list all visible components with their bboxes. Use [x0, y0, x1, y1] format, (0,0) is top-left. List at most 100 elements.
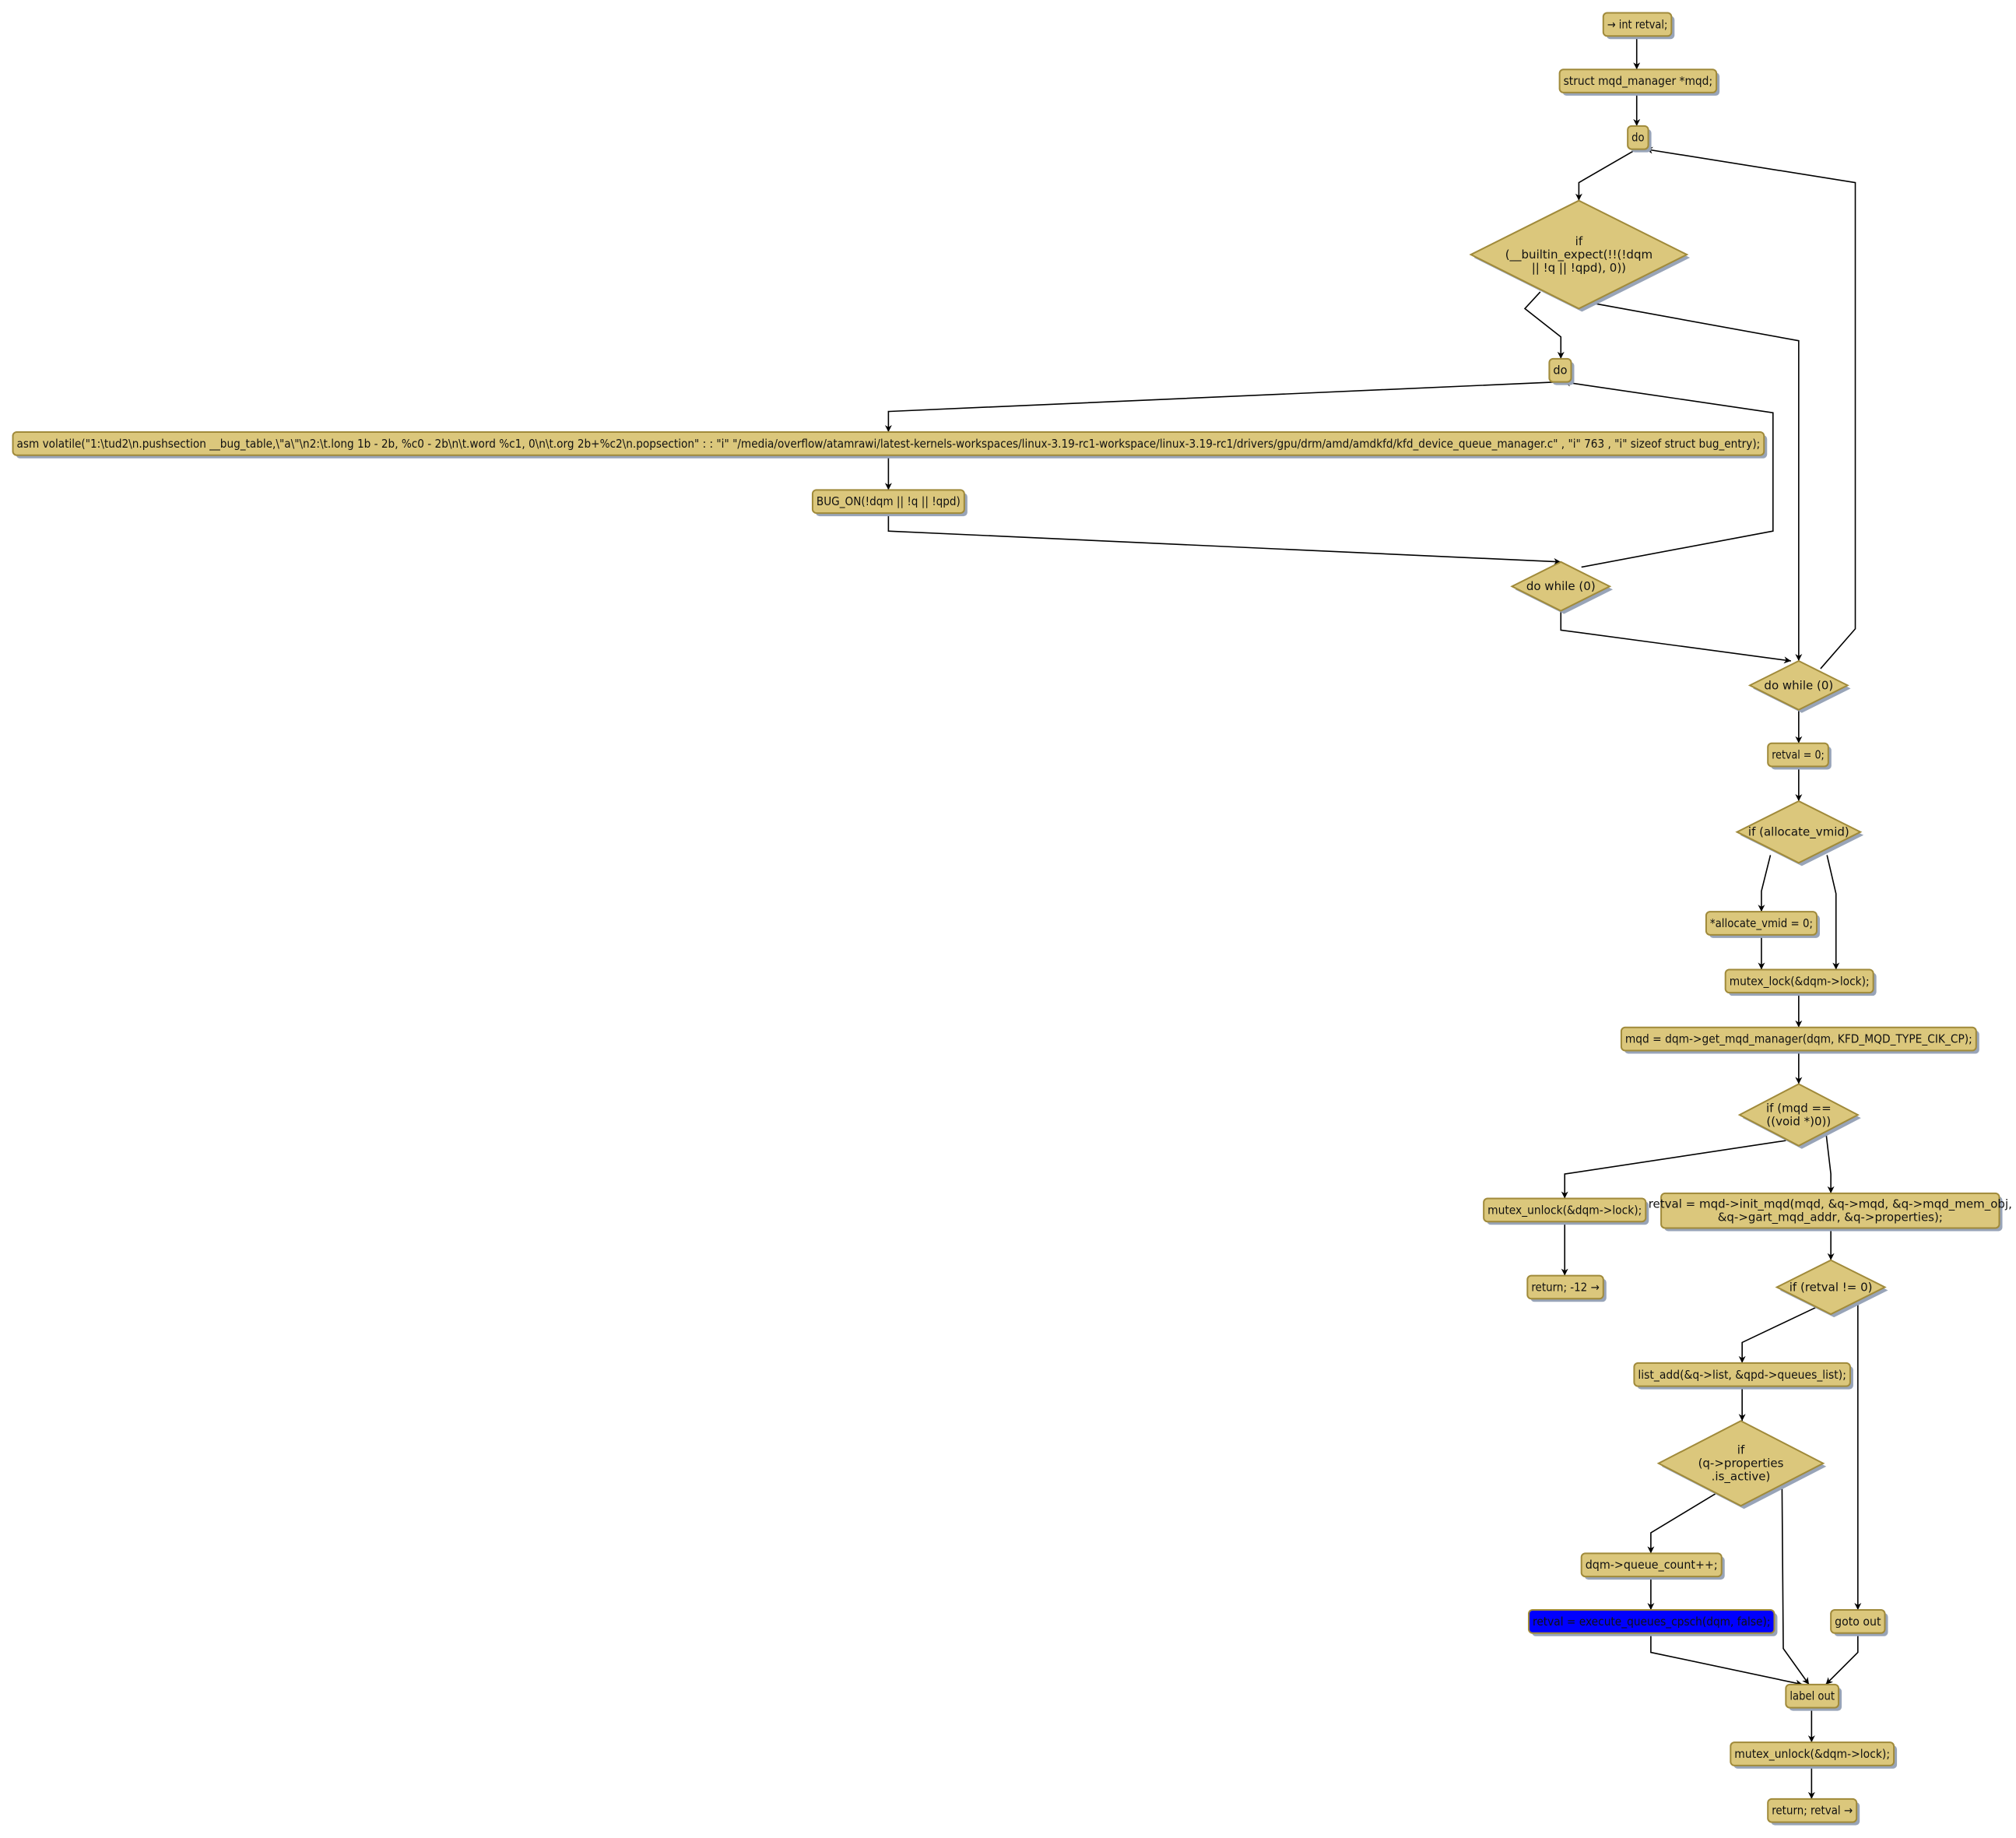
statement-node[interactable]: retval = mqd->init_mqd(mqd, &q->mqd, &q-… — [1649, 1192, 2012, 1232]
statement-node[interactable]: BUG_ON(!dqm || !q || !qpd) — [811, 489, 968, 517]
node-label: list_add(&q->list, &qpd->queues_list); — [1638, 1368, 1846, 1383]
flow-edge — [1523, 291, 1565, 359]
statement-node[interactable]: dqm->queue_count++; — [1580, 1552, 1725, 1580]
flow-edge — [1575, 148, 1638, 201]
node-label: BUG_ON(!dqm || !q || !qpd) — [817, 494, 961, 509]
statement-node[interactable]: retval = 0; — [1767, 742, 1832, 770]
decision-node[interactable]: if (mqd ==((void *)0)) — [1737, 1083, 1861, 1149]
highlighted-statement-node[interactable]: retval = execute_queues_cpsch(dqm, false… — [1527, 1609, 1778, 1636]
node-shape — [1510, 561, 1612, 612]
decision-node[interactable]: do while (0) — [1510, 561, 1614, 614]
decision-node[interactable]: if (retval != 0) — [1775, 1259, 1888, 1318]
statement-node[interactable]: mutex_unlock(&dqm->lock); — [1730, 1741, 1898, 1769]
node-label: do — [1553, 364, 1567, 378]
flow-edge — [1560, 610, 1792, 664]
node-shape — [1830, 1609, 1886, 1634]
flow-edge — [1738, 1306, 1818, 1363]
statement-node[interactable]: list_add(&q->list, &qpd->queues_list); — [1633, 1362, 1853, 1390]
node-shape — [1775, 1259, 1887, 1316]
node-shape — [1548, 357, 1572, 383]
node-shape — [12, 431, 1765, 456]
node-shape — [1469, 199, 1689, 310]
statement-node[interactable]: return; retval → — [1767, 1798, 1860, 1826]
node-label: *allocate_vmid = 0; — [1710, 916, 1813, 931]
node-shape — [1737, 1083, 1860, 1147]
node-shape — [1558, 69, 1718, 93]
decision-node[interactable]: if(q->properties.is_active) — [1656, 1420, 1827, 1509]
node-label: mutex_lock(&dqm->lock); — [1730, 974, 1870, 989]
node-shape — [1705, 911, 1818, 936]
statement-node[interactable]: label out — [1785, 1683, 1842, 1711]
node-label: if — [1575, 234, 1583, 248]
node-label: || !q || !qpd), 0)) — [1532, 261, 1626, 275]
node-label: if (mqd == — [1766, 1102, 1832, 1116]
flow-edge — [1758, 855, 1772, 912]
node-label: do while (0) — [1526, 579, 1596, 593]
node-label: dqm->queue_count++; — [1586, 1558, 1718, 1573]
statement-node[interactable]: goto out — [1830, 1609, 1888, 1636]
decision-node[interactable]: if (allocate_vmid) — [1735, 800, 1864, 866]
node-shape — [1735, 800, 1863, 864]
decision-node[interactable]: if(__builtin_expect(!!(!dqm|| !q || !qpd… — [1469, 199, 1691, 312]
node-shape — [1620, 1026, 1977, 1052]
flow-edge — [1563, 379, 1774, 568]
statement-node[interactable]: *allocate_vmid = 0; — [1705, 911, 1820, 938]
node-label: &q->gart_mqd_addr, &q->properties); — [1718, 1211, 1943, 1225]
node-shape — [1656, 1420, 1825, 1507]
flow-edge — [1561, 1140, 1786, 1199]
node-label: asm volatile("1:\tud2\n.pushsection __bu… — [17, 437, 1761, 452]
statement-node[interactable]: mutex_unlock(&dqm->lock); — [1483, 1197, 1649, 1225]
node-label: retval = 0; — [1772, 748, 1825, 762]
node-shape — [1526, 1274, 1604, 1300]
node-label: (__builtin_expect(!!(!dqm — [1505, 248, 1652, 262]
statement-node[interactable]: → int retval; — [1602, 12, 1675, 40]
node-shape — [1730, 1741, 1895, 1766]
flow-edge — [1825, 1632, 1859, 1685]
node-label: (q->properties — [1698, 1457, 1784, 1471]
node-shape — [1633, 1362, 1851, 1387]
statement-node[interactable]: struct mqd_manager *mqd; — [1558, 69, 1720, 96]
node-label: mutex_unlock(&dqm->lock); — [1487, 1203, 1642, 1218]
node-shape — [1660, 1192, 2000, 1229]
node-label: if — [1737, 1443, 1745, 1457]
node-label: .is_active) — [1712, 1470, 1771, 1485]
statement-node[interactable]: return; -12 → — [1526, 1274, 1607, 1302]
node-label: return; -12 → — [1531, 1280, 1599, 1294]
statement-node[interactable]: asm volatile("1:\tud2\n.pushsection __bu… — [12, 431, 1768, 459]
node-label: return; retval → — [1772, 1804, 1853, 1818]
node-label: struct mqd_manager *mqd; — [1564, 74, 1713, 89]
statement-node[interactable]: do — [1548, 357, 1575, 385]
node-shape — [1580, 1552, 1723, 1578]
statement-node[interactable]: mutex_lock(&dqm->lock); — [1724, 968, 1877, 996]
node-label: if (retval != 0) — [1789, 1280, 1873, 1294]
flow-edge — [884, 381, 1560, 432]
node-shape — [1627, 125, 1649, 150]
node-label: retval = execute_queues_cpsch(dqm, false… — [1533, 1615, 1770, 1629]
node-shape — [1602, 12, 1673, 37]
flow-edge — [1594, 303, 1803, 662]
node-label: ((void *)0)) — [1766, 1115, 1831, 1129]
decision-node[interactable]: do while (0) — [1747, 659, 1851, 713]
node-shape — [1527, 1609, 1775, 1634]
flow-edge — [1650, 1632, 1803, 1687]
node-label: label out — [1789, 1689, 1835, 1703]
node-label: mutex_unlock(&dqm->lock); — [1734, 1747, 1890, 1762]
flow-edge — [887, 513, 1561, 565]
node-label: do while (0) — [1764, 678, 1833, 692]
flow-edge — [1645, 146, 1856, 669]
node-label: goto out — [1835, 1615, 1881, 1629]
node-label: retval = mqd->init_mqd(mqd, &q->mqd, &q-… — [1649, 1197, 2012, 1212]
flow-edge — [1647, 1491, 1719, 1554]
node-label: if (allocate_vmid) — [1748, 825, 1849, 840]
node-shape — [1767, 1798, 1858, 1823]
statement-node[interactable]: do — [1627, 125, 1652, 153]
flow-edge — [1826, 855, 1840, 970]
node-shape — [1747, 659, 1849, 711]
flow-edge — [1825, 1130, 1835, 1193]
node-label: mqd = dqm->get_mqd_manager(dqm, KFD_MQD_… — [1625, 1032, 1972, 1047]
node-label: → int retval; — [1607, 17, 1668, 31]
node-shape — [811, 489, 965, 515]
statement-node[interactable]: mqd = dqm->get_mqd_manager(dqm, KFD_MQD_… — [1620, 1026, 1979, 1054]
